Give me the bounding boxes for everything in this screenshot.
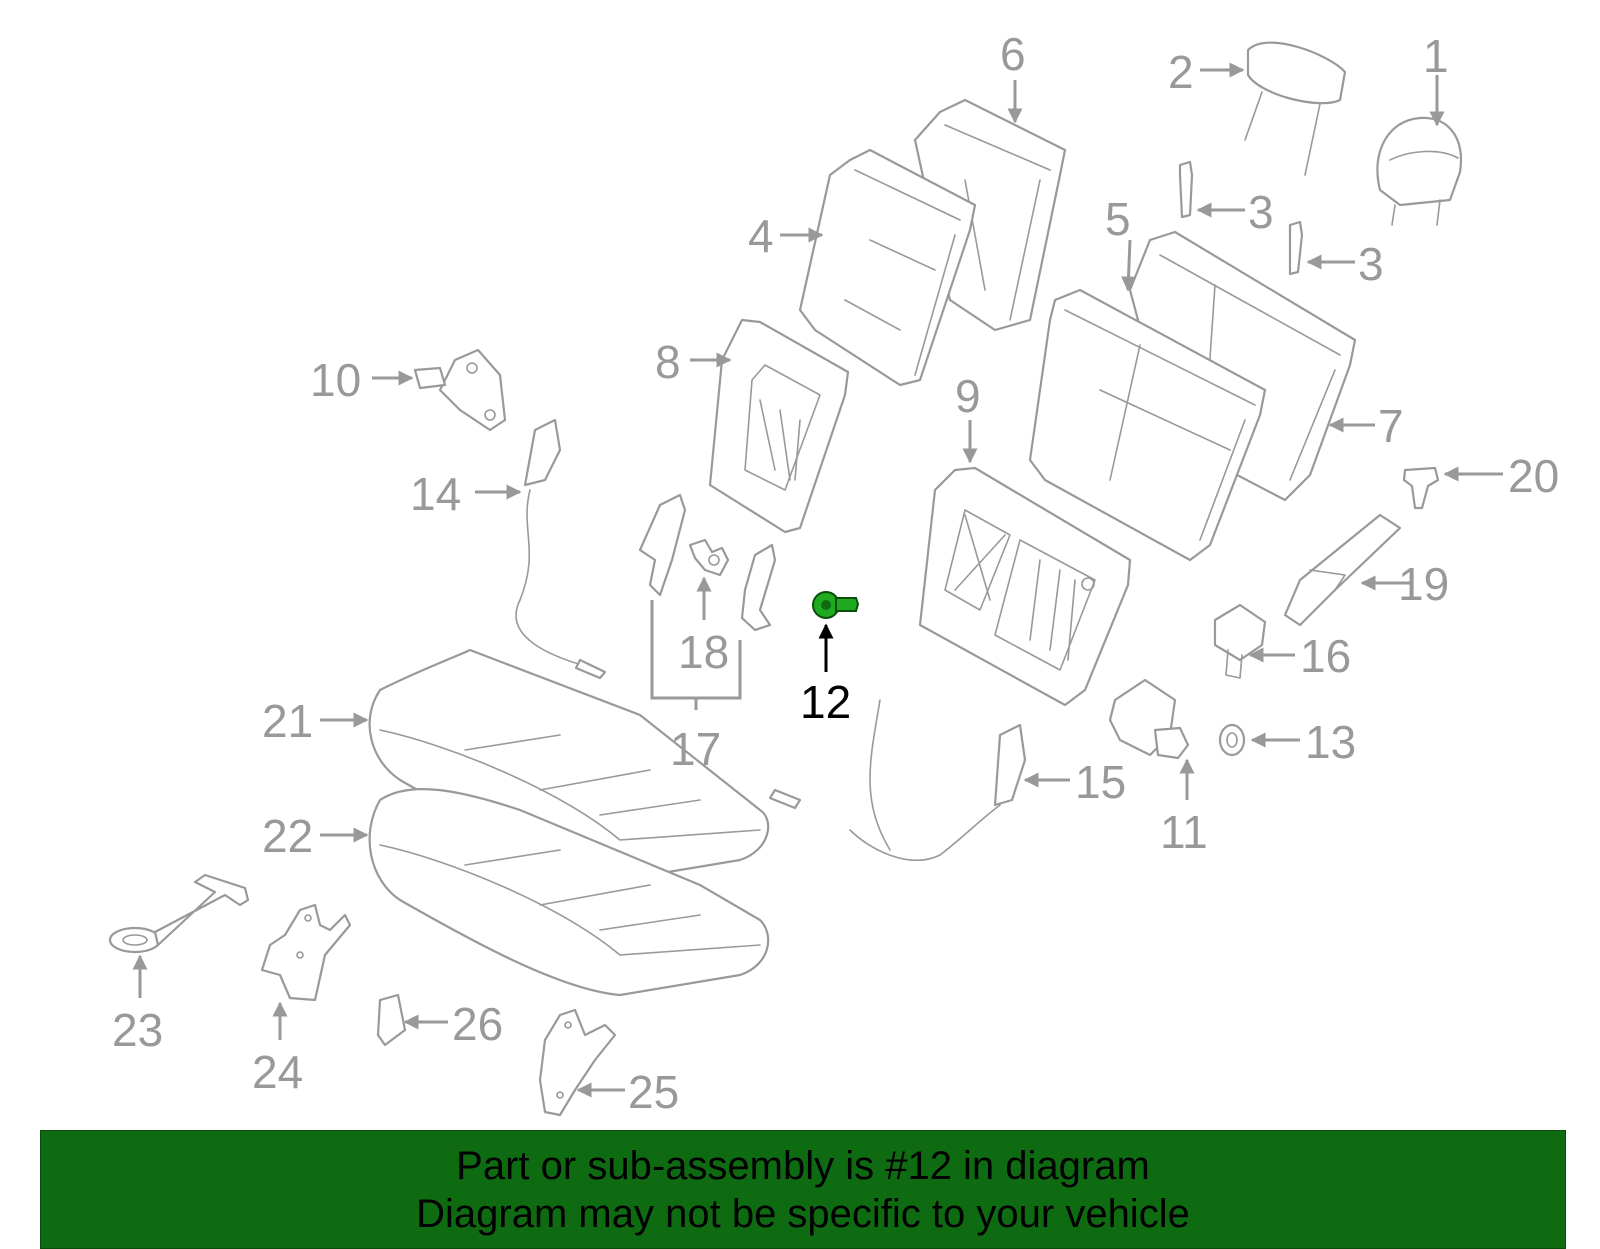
part-20-bolt[interactable] — [1402, 466, 1440, 510]
callout-18: 18 — [678, 626, 729, 678]
part-14-release-cable[interactable] — [515, 418, 607, 680]
part-3-guide-upper[interactable] — [1178, 160, 1194, 219]
part-18-bolt[interactable] — [688, 538, 730, 577]
callout-14: 14 — [410, 468, 461, 520]
leader-lines — [132, 62, 1503, 1098]
part-23-tool[interactable] — [108, 873, 250, 954]
part-9-back-panel[interactable] — [918, 466, 1132, 707]
part-11-hinge[interactable] — [1108, 678, 1190, 760]
callout-26: 26 — [452, 998, 503, 1050]
callout-7: 7 — [1378, 400, 1404, 452]
callout-22: 22 — [262, 810, 313, 862]
callout-5: 5 — [1105, 193, 1131, 245]
part-3-guide-lower[interactable] — [1288, 220, 1304, 276]
part-8-back-panel[interactable] — [708, 318, 850, 534]
callout-23: 23 — [112, 1004, 163, 1056]
part-2-headrest[interactable] — [1244, 41, 1347, 176]
part-16-latch[interactable] — [1213, 603, 1267, 679]
part-26-clip[interactable] — [376, 993, 407, 1047]
callout-8: 8 — [655, 336, 681, 388]
part-25-bracket[interactable] — [538, 1008, 617, 1117]
part-15-release-cable[interactable] — [768, 699, 1027, 861]
footer-line-2: Diagram may not be specific to your vehi… — [416, 1191, 1190, 1236]
callout-13: 13 — [1305, 716, 1356, 768]
callout-1: 1 — [1423, 30, 1449, 82]
part-17-bracket-left[interactable] — [638, 493, 687, 597]
part-17-bracket-right[interactable] — [740, 543, 777, 632]
part-19-strap[interactable] — [1283, 513, 1402, 627]
callout-19: 19 — [1398, 558, 1449, 610]
part-4-seat-back[interactable] — [798, 148, 977, 387]
part-5-seat-back[interactable] — [1028, 288, 1267, 562]
footer-banner: Part or sub-assembly is #12 in diagram D… — [40, 1130, 1566, 1249]
callout-10: 10 — [310, 354, 361, 406]
footer-line-1: Part or sub-assembly is #12 in diagram — [456, 1143, 1150, 1188]
callout-24: 24 — [252, 1046, 303, 1098]
callout-3-lower: 3 — [1358, 238, 1384, 290]
callout-20: 20 — [1508, 450, 1559, 502]
part-13-nut[interactable] — [1218, 723, 1246, 757]
callout-15: 15 — [1075, 756, 1126, 808]
part-10-bracket[interactable] — [413, 348, 507, 432]
callout-17: 17 — [670, 723, 721, 775]
callout-16: 16 — [1300, 630, 1351, 682]
callout-3-upper: 3 — [1248, 186, 1274, 238]
callout-labels: 1 2 3 3 4 5 6 7 8 9 10 11 12 13 14 15 16… — [112, 28, 1559, 1118]
callout-11: 11 — [1160, 806, 1208, 858]
part-24-bracket[interactable] — [260, 903, 352, 1002]
callout-2: 2 — [1168, 46, 1194, 98]
part-22-seat-cushion-foam[interactable] — [368, 787, 770, 997]
callout-6: 6 — [1000, 28, 1026, 80]
callout-25: 25 — [628, 1066, 679, 1118]
callout-9: 9 — [955, 370, 981, 422]
part-12-bolt-highlighted[interactable] — [812, 591, 860, 619]
callout-4: 4 — [748, 210, 774, 262]
part-1-headrest[interactable] — [1376, 116, 1463, 226]
callout-21: 21 — [262, 695, 313, 747]
callout-12: 12 — [800, 676, 851, 728]
